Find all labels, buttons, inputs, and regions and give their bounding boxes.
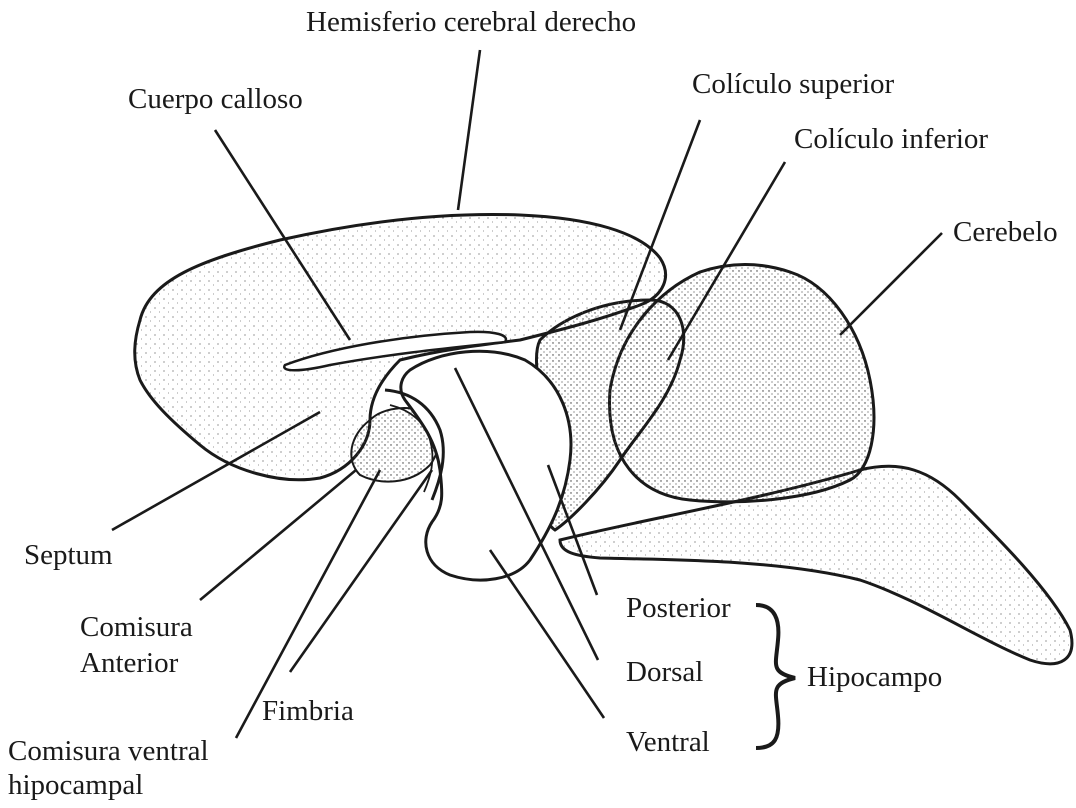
leader-cerebelo: [840, 233, 942, 335]
label-comisura-anterior-line2: Anterior: [80, 649, 178, 678]
label-fimbria: Fimbria: [262, 697, 354, 726]
leader-ventral: [490, 550, 604, 718]
leader-fimbria: [290, 470, 432, 672]
label-cerebelo: Cerebelo: [953, 218, 1058, 247]
label-hemisferio: Hemisferio cerebral derecho: [306, 8, 636, 37]
label-comisura-anterior-line1: Comisura: [80, 613, 193, 642]
label-comisura-ventral-line2: hipocampal: [8, 771, 143, 800]
label-dorsal: Dorsal: [626, 658, 703, 687]
label-ventral: Ventral: [626, 728, 710, 757]
label-comisura-ventral-line1: Comisura ventral: [8, 737, 209, 766]
leader-comisura-anterior: [200, 470, 356, 600]
label-posterior: Posterior: [626, 594, 731, 623]
brainstem-shape: [560, 466, 1072, 664]
leader-hemisferio: [458, 50, 480, 210]
label-coliculo-superior: Colículo superior: [692, 70, 894, 99]
label-septum: Septum: [24, 541, 113, 570]
hipocampo-brace: [756, 605, 795, 748]
label-coliculo-inferior: Colículo inferior: [794, 125, 988, 154]
label-cuerpo-calloso: Cuerpo calloso: [128, 85, 303, 114]
label-hipocampo: Hipocampo: [807, 663, 942, 692]
